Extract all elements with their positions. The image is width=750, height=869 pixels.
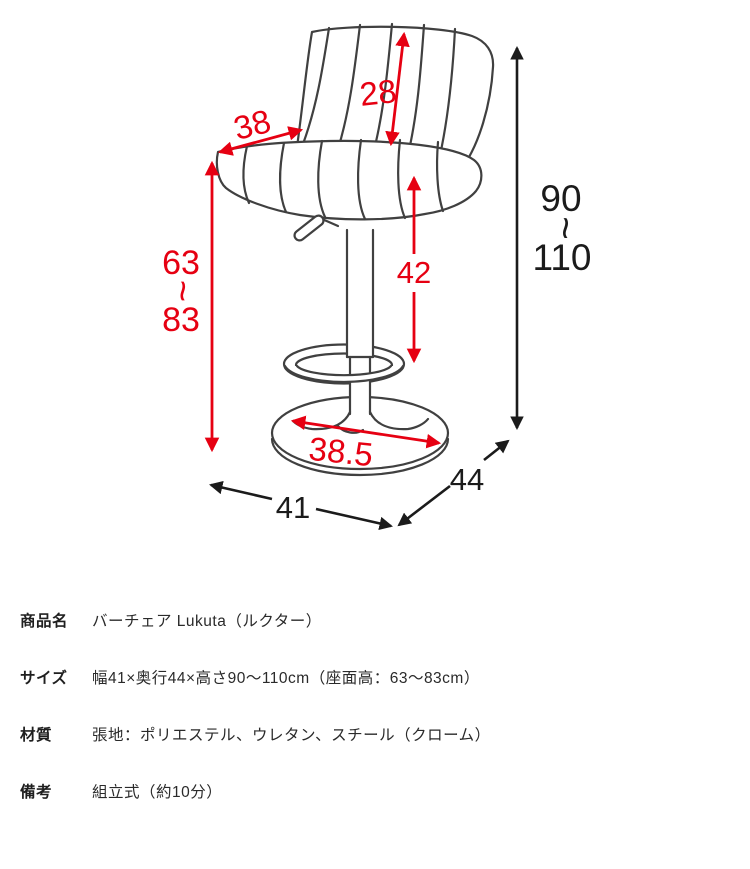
spec-row-value: 幅41×奥行44×高さ90～110cm（座面高：63～83cm）	[92, 670, 480, 687]
dim-seat-height-min: 63	[162, 244, 200, 282]
dim-backrest-height: 28	[358, 31, 410, 147]
dim-total-height-min: 90	[540, 178, 581, 219]
spec-row-material: 材質 張地：ポリエステル、ウレタン、スチール（クローム）	[20, 726, 732, 746]
chair-illustration	[215, 22, 495, 477]
chair-height-lever	[293, 214, 340, 242]
dim-seat-depth: 38	[217, 102, 304, 156]
spec-row-label: 商品名	[20, 613, 69, 630]
dim-seat-height: 63 ~ 83	[161, 160, 220, 453]
spec-row-value: 張地：ポリエステル、ウレタン、スチール（クローム）	[92, 727, 491, 744]
spec-row-value: 組立式（約10分）	[92, 784, 223, 801]
spec-row-label: 材質	[20, 727, 53, 744]
spec-table: 商品名 バーチェア Lukuta（ルクター） サイズ 幅41×奥行44×高さ90…	[20, 612, 732, 840]
dim-base-diameter-value: 38.5	[307, 430, 375, 474]
dim-total-depth-value: 44	[450, 462, 484, 497]
dim-footrest-to-seat: 42	[397, 175, 431, 364]
spec-row-notes: 備考 組立式（約10分）	[20, 783, 732, 803]
chair-footrest-ring-front	[283, 364, 405, 384]
dim-total-width-value: 41	[276, 490, 310, 525]
spec-row-label: 備考	[20, 784, 53, 801]
dim-seat-height-tilde: ~	[161, 280, 203, 302]
spec-row-size: サイズ 幅41×奥行44×高さ90～110cm（座面高：63～83cm）	[20, 669, 732, 689]
dim-total-height-max: 110	[533, 237, 592, 278]
chair-seat	[215, 138, 483, 221]
spec-row-value: バーチェア Lukuta（ルクター）	[92, 613, 322, 630]
bar-chair-diagram-svg: 38 28 63 ~ 83 42 90 ~ 110 38.5 41 44	[161, 22, 592, 531]
dim-total-width: 41	[209, 480, 393, 531]
dim-seat-depth-value: 38	[230, 102, 275, 147]
dim-total-height-tilde: ~	[543, 216, 587, 239]
dim-backrest-height-value: 28	[358, 72, 398, 113]
product-dimension-diagram: 38 28 63 ~ 83 42 90 ~ 110 38.5 41 44	[161, 22, 592, 531]
dim-footrest-to-seat-value: 42	[397, 255, 431, 290]
dim-seat-height-max: 83	[162, 301, 200, 339]
dim-total-depth: 44	[397, 439, 510, 527]
chair-pole	[345, 228, 375, 416]
dim-total-height: 90 ~ 110	[510, 45, 592, 431]
spec-row-label: サイズ	[20, 670, 68, 687]
dim-base-diameter: 38.5	[290, 415, 442, 474]
spec-row-product-name: 商品名 バーチェア Lukuta（ルクター）	[20, 612, 732, 632]
